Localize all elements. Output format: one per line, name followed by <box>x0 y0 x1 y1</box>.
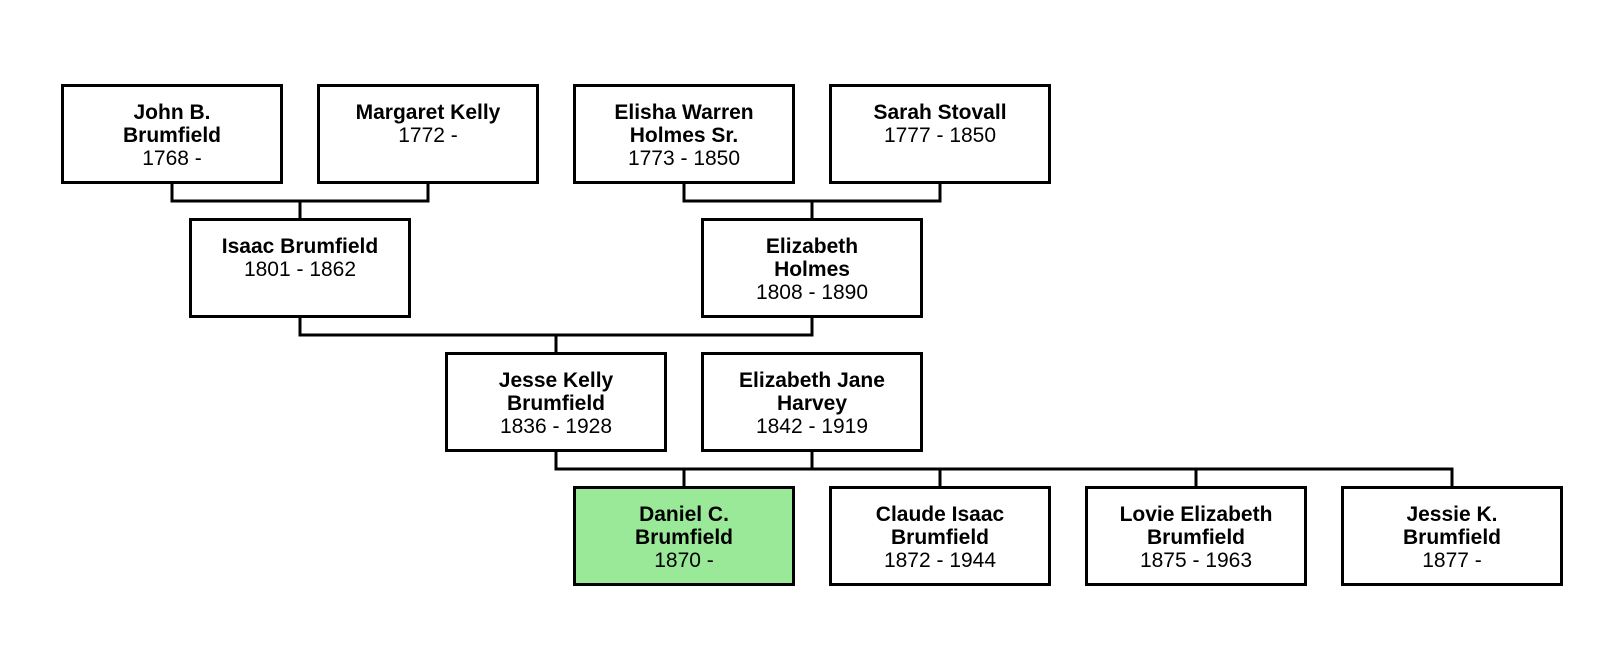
person-dates: 1772 - <box>398 124 458 147</box>
person-dates: 1808 - 1890 <box>755 281 869 304</box>
person-box-elizabeth-harvey[interactable]: Elizabeth Jane Harvey 1842 - 1919 <box>701 352 923 452</box>
person-box-lovie-brumfield[interactable]: Lovie Elizabeth Brumfield 1875 - 1963 <box>1085 486 1307 586</box>
person-dates: 1842 - 1919 <box>755 415 869 438</box>
person-name: Daniel C. Brumfield <box>634 503 733 549</box>
person-name: Elisha Warren Holmes Sr. <box>614 101 754 147</box>
person-dates: 1872 - 1944 <box>883 549 997 572</box>
person-dates: 1777 - 1850 <box>883 124 997 147</box>
person-box-john-brumfield[interactable]: John B. Brumfield 1768 - <box>61 84 283 184</box>
person-name: Jessie K. Brumfield <box>1402 503 1501 549</box>
person-dates: 1836 - 1928 <box>499 415 613 438</box>
person-dates: 1877 - <box>1422 549 1482 572</box>
person-box-jesse-brumfield[interactable]: Jesse Kelly Brumfield 1836 - 1928 <box>445 352 667 452</box>
person-box-sarah-stovall[interactable]: Sarah Stovall 1777 - 1850 <box>829 84 1051 184</box>
person-name: Isaac Brumfield <box>221 235 379 258</box>
person-dates: 1875 - 1963 <box>1139 549 1253 572</box>
person-name: Lovie Elizabeth Brumfield <box>1119 503 1273 549</box>
person-box-margaret-kelly[interactable]: Margaret Kelly 1772 - <box>317 84 539 184</box>
person-box-isaac-brumfield[interactable]: Isaac Brumfield 1801 - 1862 <box>189 218 411 318</box>
person-name: Elizabeth Holmes <box>765 235 859 281</box>
person-box-claude-brumfield[interactable]: Claude Isaac Brumfield 1872 - 1944 <box>829 486 1051 586</box>
person-box-daniel-brumfield-selected[interactable]: Daniel C. Brumfield 1870 - <box>573 486 795 586</box>
person-name: Margaret Kelly <box>355 101 501 124</box>
person-dates: 1773 - 1850 <box>627 147 741 170</box>
person-name: Jesse Kelly Brumfield <box>498 369 614 415</box>
person-dates: 1768 - <box>142 147 202 170</box>
person-dates: 1801 - 1862 <box>243 258 357 281</box>
person-dates: 1870 - <box>654 549 714 572</box>
person-name: John B. Brumfield <box>122 101 221 147</box>
person-name: Claude Isaac Brumfield <box>875 503 1005 549</box>
person-box-elizabeth-holmes[interactable]: Elizabeth Holmes 1808 - 1890 <box>701 218 923 318</box>
person-box-jessie-brumfield[interactable]: Jessie K. Brumfield 1877 - <box>1341 486 1563 586</box>
person-name: Sarah Stovall <box>873 101 1007 124</box>
person-name: Elizabeth Jane Harvey <box>739 369 885 415</box>
person-box-elisha-holmes[interactable]: Elisha Warren Holmes Sr. 1773 - 1850 <box>573 84 795 184</box>
